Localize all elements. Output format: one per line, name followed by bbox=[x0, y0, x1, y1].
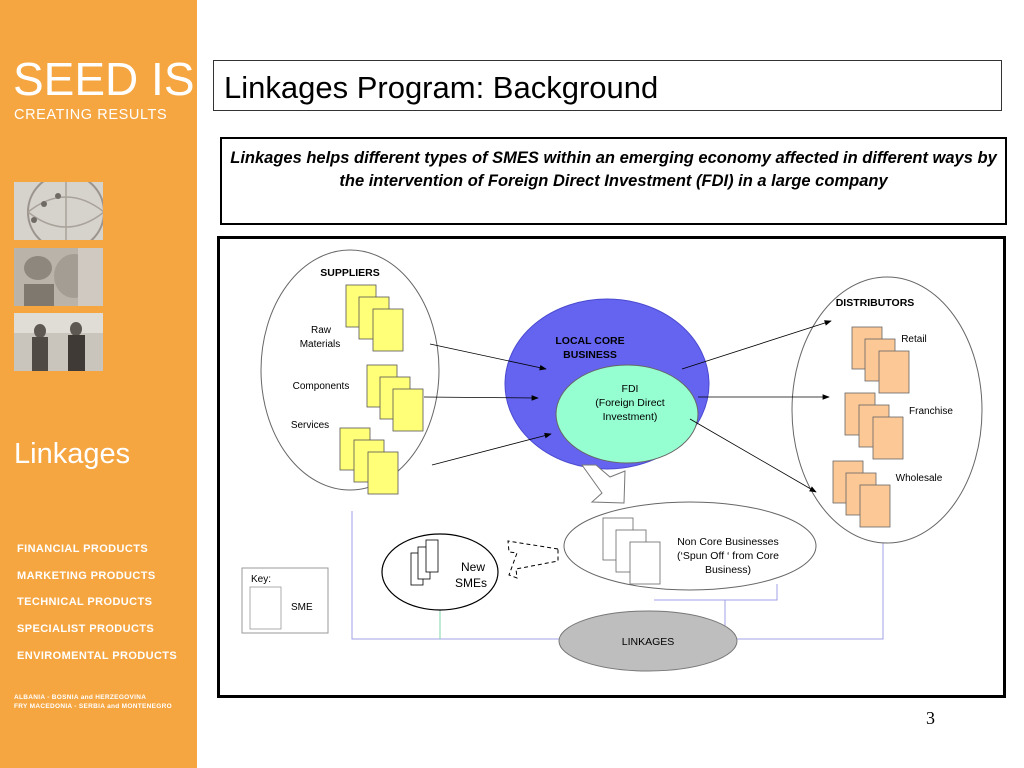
retail-docs bbox=[851, 326, 910, 394]
raw-materials-label-2: Materials bbox=[300, 339, 341, 350]
nav-item-enviromental-products[interactable]: ENVIROMENTAL PRODUCTS bbox=[17, 649, 178, 662]
franchise-docs bbox=[844, 392, 904, 460]
linkages-label: LINKAGES bbox=[622, 636, 675, 648]
services-label: Services bbox=[291, 420, 329, 431]
fdi-label-1: FDI bbox=[622, 383, 639, 395]
diagram-canvas: SUPPLIERS Raw Materials Components Servi… bbox=[241, 249, 983, 672]
intro-box: Linkages helps different types of SMES w… bbox=[220, 137, 1007, 225]
spin-off-dashed-arrow bbox=[507, 540, 559, 579]
countries-line-2: FRY MACEDONIA - SERBIA and MONTENEGRO bbox=[14, 703, 172, 710]
page-number: 3 bbox=[926, 708, 935, 728]
non-core-label-3: Business) bbox=[705, 564, 751, 576]
distributors-title: DISTRIBUTORS bbox=[836, 297, 915, 309]
linkages-diagram: SUPPLIERS Raw Materials Components Servi… bbox=[217, 236, 1006, 698]
linkages-ellipse bbox=[558, 610, 738, 672]
components-docs bbox=[366, 364, 424, 432]
fdi-label-2: (Foreign Direct bbox=[595, 397, 665, 409]
countries-line-1: ALBANIA - BOSNIA and HERZEGOVINA bbox=[14, 694, 147, 701]
nav-item-technical-products[interactable]: TECHNICAL PRODUCTS bbox=[17, 596, 153, 609]
program-name: Linkages bbox=[14, 438, 131, 470]
sidebar: SEED IS CREATING RESULTS Linkages bbox=[0, 0, 197, 768]
slide-title: Linkages Program: Background bbox=[224, 70, 659, 105]
new-smes-label-2: SMEs bbox=[455, 576, 487, 590]
spin-off-arrow bbox=[581, 464, 626, 504]
non-core-label-1: Non Core Businesses bbox=[677, 536, 779, 548]
new-smes-label-1: New bbox=[461, 560, 485, 574]
supplier-arrows bbox=[423, 343, 552, 466]
brand-logo: SEED IS bbox=[13, 53, 195, 105]
wholesale-label: Wholesale bbox=[896, 473, 943, 484]
raw-materials-label-1: Raw bbox=[311, 325, 332, 336]
franchise-label: Franchise bbox=[909, 406, 953, 417]
new-smes-docs bbox=[410, 539, 439, 586]
photo-workers-image bbox=[14, 313, 103, 371]
suppliers-title: SUPPLIERS bbox=[320, 267, 380, 279]
distributor-arrows bbox=[681, 320, 832, 493]
product-nav: FINANCIAL PRODUCTS MARKETING PRODUCTS TE… bbox=[17, 543, 177, 676]
key-sme-label: SME bbox=[291, 602, 313, 613]
slide-title-box: Linkages Program: Background bbox=[213, 60, 1002, 111]
photo-globe-image bbox=[14, 182, 103, 240]
photo-globe bbox=[14, 182, 103, 240]
local-core-label-2: BUSINESS bbox=[563, 349, 617, 361]
key-sme-swatch bbox=[249, 586, 282, 630]
brand-tagline: CREATING RESULTS bbox=[14, 107, 168, 123]
nav-item-marketing-products[interactable]: MARKETING PRODUCTS bbox=[17, 569, 156, 582]
nav-item-specialist-products[interactable]: SPECIALIST PRODUCTS bbox=[17, 623, 155, 636]
countries-list: ALBANIA - BOSNIA and HERZEGOVINA FRY MAC… bbox=[14, 693, 172, 711]
nav-item-financial-products[interactable]: FINANCIAL PRODUCTS bbox=[17, 543, 149, 555]
photo-people bbox=[14, 248, 103, 306]
non-core-label-2: (‘Spun Off ‘ from Core bbox=[677, 550, 779, 562]
raw-materials-docs bbox=[345, 284, 404, 352]
photo-people-image bbox=[14, 248, 103, 306]
retail-label: Retail bbox=[901, 334, 927, 345]
intro-text: Linkages helps different types of SMES w… bbox=[230, 149, 997, 190]
services-docs bbox=[339, 427, 399, 495]
wholesale-docs bbox=[832, 460, 891, 528]
photo-workers bbox=[14, 313, 103, 371]
fdi-ellipse bbox=[555, 364, 699, 464]
components-label: Components bbox=[293, 381, 350, 392]
key-title: Key: bbox=[251, 574, 271, 585]
non-core-docs bbox=[602, 517, 661, 585]
local-core-label-1: LOCAL CORE bbox=[555, 335, 624, 347]
fdi-label-3: Investment) bbox=[603, 411, 658, 423]
